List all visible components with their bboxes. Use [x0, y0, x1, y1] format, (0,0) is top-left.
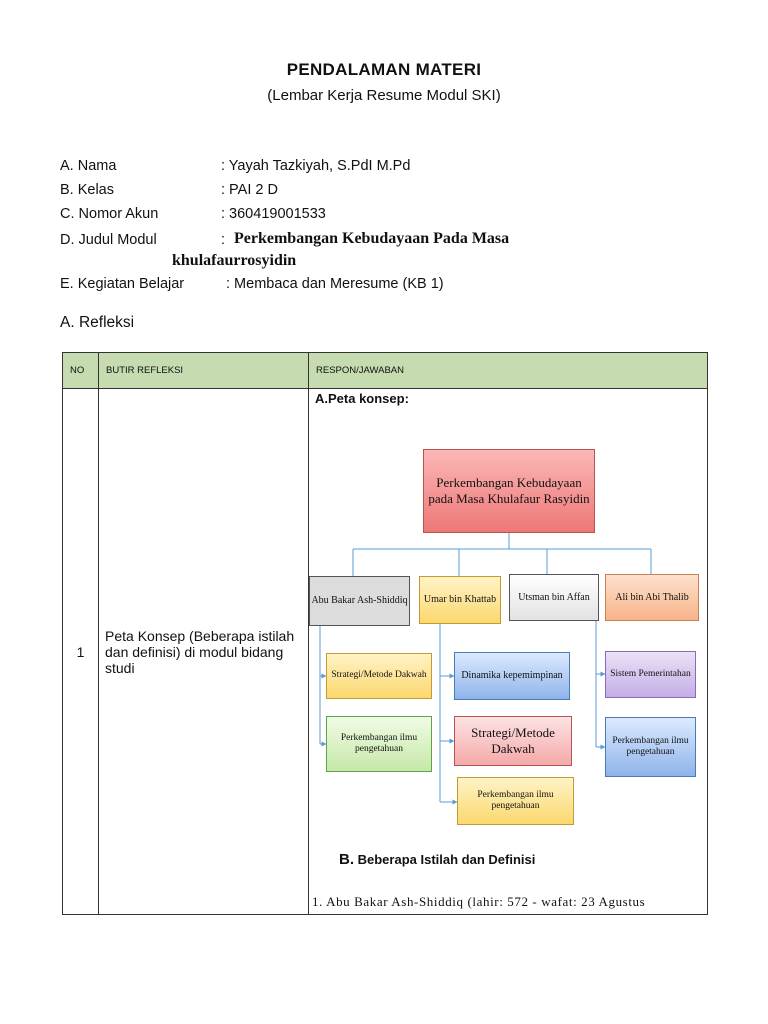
node-perkembangan-ilmu-3: Perkembangan ilmu pengetahuan — [605, 717, 696, 777]
row-number: 1 — [62, 388, 99, 915]
field-label-kegiatan: E. Kegiatan Belajar — [60, 276, 185, 292]
field-label-nama: A. Nama — [60, 158, 117, 174]
field-label-akun: C. Nomor Akun — [60, 206, 159, 222]
section-b-heading: B. Beberapa Istilah dan Definisi — [339, 851, 535, 868]
row-respon: A.Peta konsep: — [308, 388, 708, 915]
section-b-letter: B. — [339, 851, 354, 868]
table-row: 1 Peta Konsep (Beberapa istilah dan defi… — [62, 388, 708, 915]
field-label-judul: D. Judul Modul — [60, 232, 157, 248]
node-sistem-pemerintahan: Sistem Pemerintahan — [605, 651, 696, 698]
field-value-judul-line1: Perkembangan Kebudayaan Pada Masa — [234, 230, 510, 247]
list-item: 1. Abu Bakar Ash-Shiddiq (lahir: 572 - w… — [312, 894, 646, 909]
page-title: PENDALAMAN MATERI — [286, 60, 482, 79]
node-dinamika-kepemimpinan: Dinamika kepemimpinan — [454, 652, 570, 700]
node-utsman: Utsman bin Affan — [509, 574, 599, 621]
node-perkembangan-ilmu-1: Perkembangan ilmu pengetahuan — [326, 716, 432, 772]
field-value-nama: : Yayah Tazkiyah, S.PdI M.Pd — [221, 158, 411, 174]
header-butir: BUTIR REFLEKSI — [98, 352, 309, 389]
node-perkembangan-ilmu-2: Perkembangan ilmu pengetahuan — [457, 777, 574, 825]
header-respon: RESPON/JAWABAN — [308, 352, 708, 389]
page-subtitle: (Lembar Kerja Resume Modul SKI) — [267, 87, 501, 104]
field-value-judul-prefix: : — [221, 232, 226, 248]
concept-map-connectors — [319, 533, 652, 805]
row-butir: Peta Konsep (Beberapa istilah dan defini… — [98, 388, 309, 915]
node-umar: Umar bin Khattab — [419, 576, 501, 624]
header-no: NO — [62, 352, 99, 389]
table-header-row: NO BUTIR REFLEKSI RESPON/JAWABAN — [62, 352, 708, 389]
field-value-judul-line2: khulafaurrosyidin — [172, 252, 297, 269]
field-value-akun: : 360419001533 — [221, 206, 326, 222]
node-strategi-dakwah-2: Strategi/Metode Dakwah — [454, 716, 572, 766]
node-ali: Ali bin Abi Thalib — [605, 574, 699, 621]
peta-konsep-heading: A.Peta konsep: — [315, 391, 409, 406]
field-label-kelas: B. Kelas — [60, 182, 114, 198]
node-root: Perkembangan Kebudayaan pada Masa Khulaf… — [423, 449, 595, 533]
node-abu-bakar: Abu Bakar Ash-Shiddiq — [309, 576, 410, 626]
node-strategi-dakwah-1: Strategi/Metode Dakwah — [326, 653, 432, 699]
section-b-title: Beberapa Istilah dan Definisi — [357, 852, 536, 867]
section-refleksi-heading: A. Refleksi — [60, 314, 135, 331]
response-content: A.Peta konsep: — [309, 389, 705, 914]
field-value-kelas: : PAI 2 D — [221, 182, 278, 198]
field-value-kegiatan: : Membaca dan Meresume (KB 1) — [226, 276, 444, 292]
refleksi-table: NO BUTIR REFLEKSI RESPON/JAWABAN 1 Peta … — [62, 352, 708, 915]
